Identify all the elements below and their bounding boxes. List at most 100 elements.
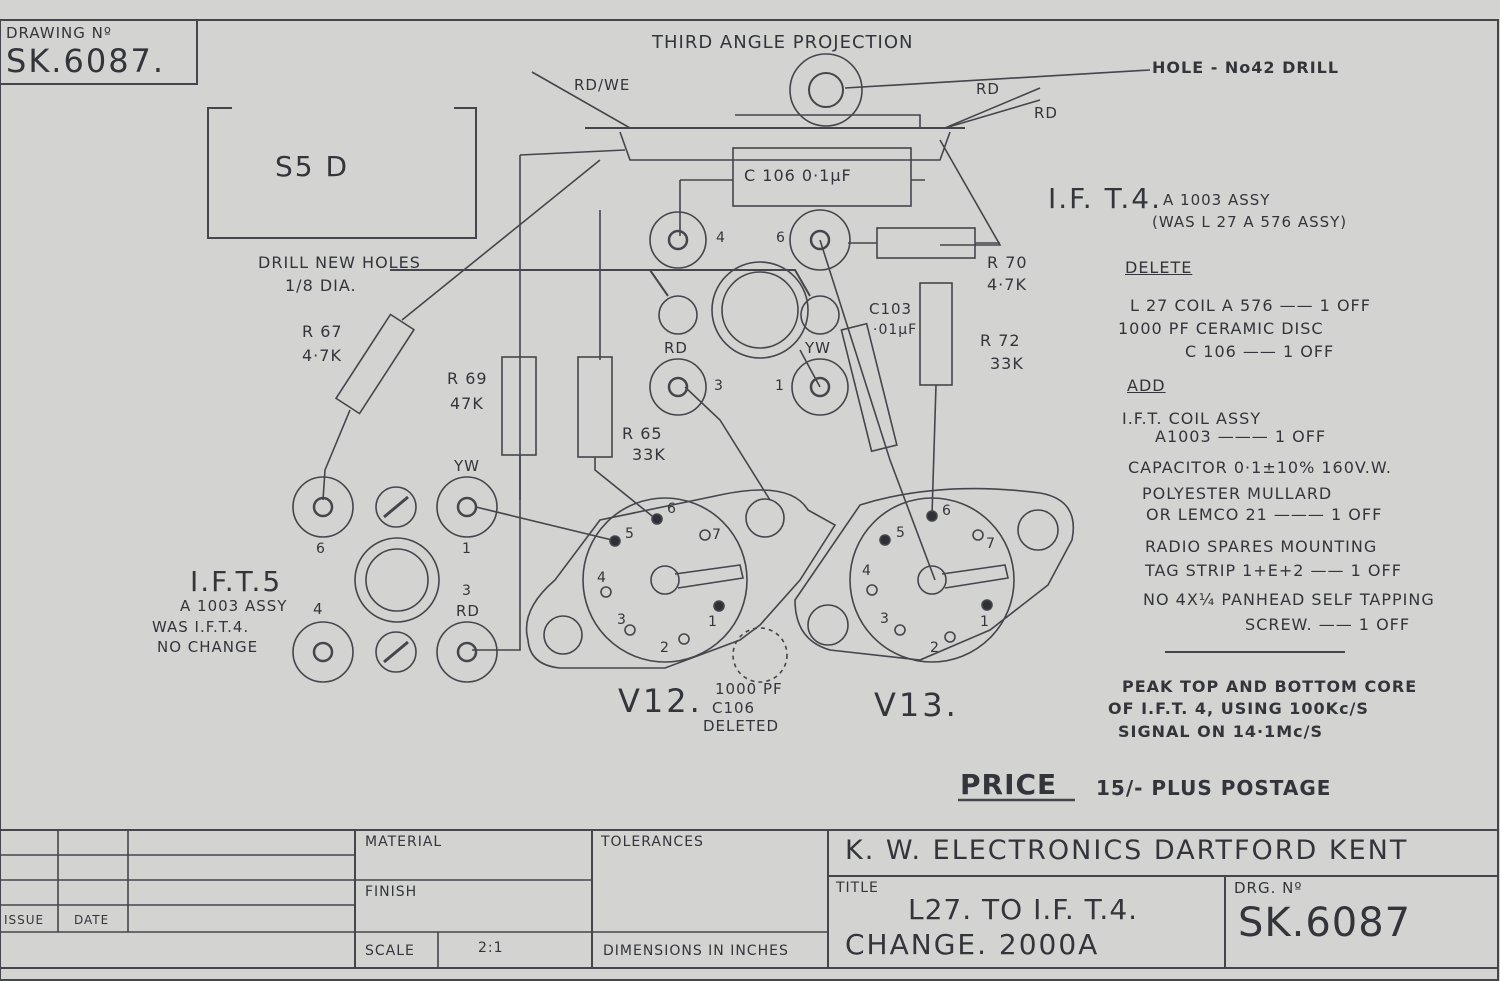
wire-rd-a [944, 87, 1041, 129]
v13-center [917, 565, 947, 595]
v13-pin4-label: 4 [862, 563, 872, 579]
tolerances-label: TOLERANCES [601, 834, 704, 850]
ift5-pin4-ring [292, 621, 354, 683]
ift5-screw-top [375, 486, 417, 528]
v13-pin3-label: 3 [880, 611, 890, 627]
add-heading: ADD [1127, 376, 1166, 395]
ift5-pin4 [312, 641, 334, 663]
add-line-3: CAPACITOR 0·1±10% 160V.W. [1128, 458, 1392, 477]
r65-value: 33K [632, 445, 666, 464]
v12-fixing-hole-left [543, 615, 583, 655]
c106-deleted-3: DELETED [703, 717, 780, 735]
v12-pin4 [600, 586, 612, 598]
v13-fixing-hole-right [1017, 509, 1059, 551]
new-hole-right [800, 295, 840, 335]
ift5-core-inner [365, 548, 429, 612]
v13-pin2-label: 2 [930, 640, 940, 656]
peak-line-1: PEAK TOP AND BOTTOM CORE [1122, 677, 1418, 696]
c103-label: C103 [869, 300, 913, 318]
title-label: TITLE [836, 880, 879, 896]
r67-value: 4·7K [302, 346, 342, 365]
finish-label: FINISH [365, 884, 418, 900]
v12-label: V12. [618, 682, 703, 720]
v12-spigot [674, 564, 744, 589]
r69-lead [472, 455, 521, 651]
r70-body [876, 227, 976, 259]
v12-center [650, 565, 680, 595]
add-line-4: POLYESTER MULLARD [1142, 484, 1333, 503]
c106-deleted-2: C106 [712, 699, 756, 717]
r72-label: R 72 [980, 331, 1021, 350]
v12-pin5 [609, 535, 621, 547]
r69-label: R 69 [447, 369, 488, 388]
delete-line-2: 1000 PF CERAMIC DISC [1118, 319, 1324, 338]
c106-deleted-outline [732, 627, 788, 683]
v12-pin3-label: 3 [617, 612, 627, 628]
ift4-pin1-label: 1 [775, 378, 785, 394]
ift4-pin6 [809, 229, 831, 251]
drill-new-holes: DRILL NEW HOLES [258, 253, 421, 272]
title-block-right [828, 875, 1498, 968]
s5d-label: S5 D [275, 150, 350, 183]
v12-pin7 [699, 529, 711, 541]
ift5-title: I.F.T.5 [190, 565, 283, 598]
ift4-core-inner [721, 271, 799, 349]
v12-pin3 [624, 624, 636, 636]
r67-leads [322, 159, 601, 501]
add-line-6: RADIO SPARES MOUNTING [1145, 537, 1378, 556]
peak-line-2: OF I.F.T. 4, USING 100Kc/S [1108, 699, 1369, 718]
ift5-core-outer [354, 537, 440, 623]
ift4-pin3-label: 3 [714, 378, 724, 394]
ift5-pin6-label: 6 [316, 541, 326, 557]
c103-lead [819, 239, 936, 581]
rd-label-a: RD [976, 80, 1000, 98]
drill-dia: 1/8 DIA. [285, 276, 357, 295]
drawing-number-box [0, 19, 198, 85]
ift4-pin1-ring [791, 358, 849, 416]
peak-line-3: SIGNAL ON 14·1Mc/S [1118, 722, 1323, 741]
ift4-pin6-ring [789, 209, 851, 271]
v13-pin2 [944, 631, 956, 643]
ift4-pin6-label: 6 [776, 230, 786, 246]
drg-no: SK.6087 [1238, 900, 1412, 946]
title-line-2: CHANGE. 2000A [845, 928, 1100, 961]
v12-pin1 [713, 600, 725, 612]
ift4-pin4-ring [649, 211, 707, 269]
price-label: PRICE [960, 768, 1058, 801]
scale-label: SCALE [365, 943, 415, 959]
new-hole-left [658, 295, 698, 335]
ift4-pin3-ring [649, 358, 707, 416]
v12-pin2-label: 2 [660, 640, 670, 656]
issue-label: ISSUE [4, 913, 45, 927]
v13-pin7 [972, 529, 984, 541]
r70-value: 4·7K [987, 275, 1027, 294]
rd-we-label: RD/WE [574, 76, 631, 94]
c106-leads [679, 179, 925, 236]
tag-strip-bracket [619, 131, 951, 161]
drawing-no-label: DRAWING Nº [6, 24, 112, 42]
v12-fixing-hole-right [745, 498, 785, 538]
v12-holder-plate [525, 489, 837, 669]
c106-label: C 106 0·1μF [744, 166, 852, 185]
ift4-pin3 [667, 376, 689, 398]
c106-deleted-1: 1000 PF [715, 680, 783, 698]
r72-body [919, 282, 953, 386]
ift4-pin1 [809, 376, 831, 398]
drawing-no: SK.6087. [6, 42, 166, 80]
c103-value: ·01μF [873, 322, 918, 338]
date-label: DATE [74, 913, 110, 927]
v13-label: V13. [874, 686, 959, 724]
hole-note: HOLE - No42 DRILL [1152, 58, 1340, 77]
ift5-pin3-ring [436, 621, 498, 683]
v12-pin1-label: 1 [708, 614, 718, 630]
ift5-screw-bottom-slot [383, 640, 409, 664]
v13-spigot [941, 564, 1009, 589]
ift5-yw-label: YW [454, 457, 480, 475]
ift4-wires [519, 149, 626, 500]
c106-body [732, 147, 912, 207]
drg-no-label: DRG. Nº [1234, 879, 1303, 897]
title-block-cols [354, 830, 829, 968]
ift4-title: I.F. T.4. [1048, 182, 1162, 215]
